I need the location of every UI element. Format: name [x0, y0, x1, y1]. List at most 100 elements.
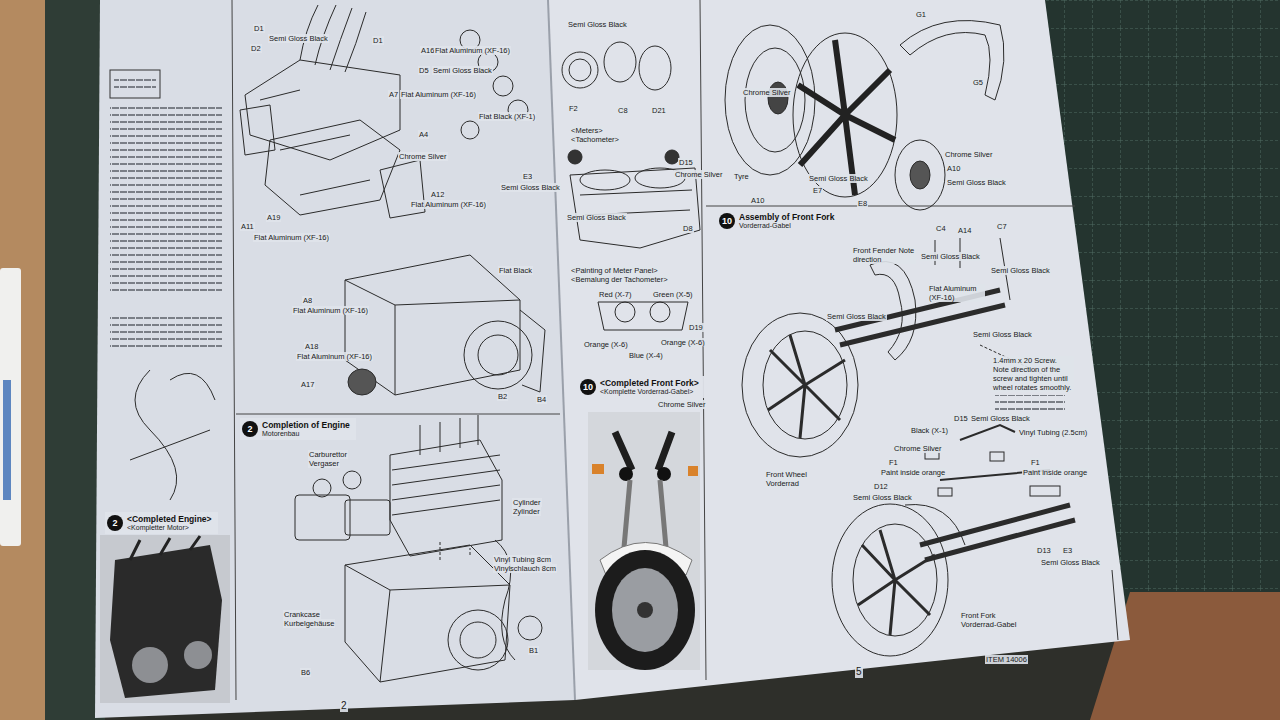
engine-parts-illustration-part: [265, 120, 400, 215]
completed-engine-photo-part: [110, 545, 222, 698]
desk-part: [3, 380, 11, 500]
step-number: 10: [580, 379, 596, 395]
part-label: Semi Gloss Black: [920, 252, 981, 261]
part-label: Front Fender Note direction: [852, 246, 916, 264]
engine-parts-illustration-part: [295, 495, 350, 540]
part-label: Orange (X-6): [660, 338, 706, 347]
engine-parts-illustration-part: [345, 280, 520, 395]
part-label: 2: [340, 700, 348, 712]
part-label: Flat Aluminum (XF-16): [400, 90, 477, 99]
part-label: Semi Gloss Black: [500, 183, 561, 192]
completed-fork-photo-part: [657, 467, 671, 481]
part-label: D5: [418, 66, 430, 75]
step-number: 2: [107, 515, 123, 531]
completed-fork-photo-part: [612, 568, 678, 652]
part-label: Front Fork: [960, 611, 997, 620]
front-fork-illustration-part: [832, 504, 948, 656]
text-blocks-part: [110, 315, 222, 350]
part-label: D15: [678, 158, 694, 167]
meter-illustration-part: [598, 302, 688, 330]
part-label: Red (X-7): [598, 290, 633, 299]
part-label: 1.4mm x 20 Screw. Note direction of the …: [992, 356, 1074, 392]
part-label: B2: [497, 392, 508, 401]
part-label: F1: [1030, 458, 1041, 467]
engine-parts-illustration-part: [313, 479, 331, 497]
part-label: A8: [302, 296, 313, 305]
engine-parts-illustration-part: [392, 455, 500, 515]
engine-parts-illustration-part: [345, 500, 390, 535]
step-title: <Completed Front Fork>: [600, 378, 699, 388]
part-label: ITEM 14006: [985, 655, 1028, 664]
front-fork-illustration-part: [742, 313, 858, 457]
part-label: Semi Gloss Black: [852, 493, 913, 502]
part-label: A7: [388, 90, 399, 99]
part-label: E3: [522, 172, 533, 181]
completed-fork-photo-part: [615, 432, 672, 470]
part-label: Semi Gloss Black: [432, 66, 493, 75]
part-label: C8: [617, 106, 629, 115]
wheel-illustration-part: [900, 21, 1004, 101]
part-label: A19: [266, 213, 281, 222]
part-label: A18: [304, 342, 319, 351]
part-label: Flat Black: [498, 266, 533, 275]
part-label: Vinyl Tubing 8cm: [493, 555, 552, 564]
meter-illustration-part: [604, 42, 636, 82]
step-title-group: <Completed Engine><Kompletter Motor>: [127, 514, 212, 532]
engine-parts-illustration-part: [345, 255, 520, 395]
part-label: Zylinder: [512, 507, 541, 516]
part-label: D1: [372, 36, 384, 45]
step-title-group: Assembly of Front ForkVorderrad-Gabel: [739, 212, 834, 230]
step-heading: 10<Completed Front Fork><Komplette Vorde…: [578, 376, 705, 398]
part-label: Vinyl Tubing (2.5cm): [1018, 428, 1088, 437]
front-fork-illustration: [742, 238, 1075, 656]
part-label: Vorderrad: [765, 479, 800, 488]
part-label: Crankcase: [283, 610, 321, 619]
part-label: F2: [568, 104, 579, 113]
part-label: Orange (X-6): [583, 340, 629, 349]
completed-engine-photo-part: [100, 535, 230, 703]
completed-engine-photo: [100, 535, 230, 703]
part-label: D12: [873, 482, 889, 491]
engine-parts-illustration-part: [478, 335, 518, 375]
part-label: F1: [888, 458, 899, 467]
engine-parts-illustration-part: [345, 565, 510, 682]
engine-parts-illustration-part: [260, 90, 370, 195]
front-fork-illustration-part: [1030, 486, 1060, 496]
meter-illustration-part: [568, 150, 582, 164]
part-label: D1: [253, 24, 265, 33]
wheel-illustration-part: [798, 40, 895, 195]
part-label: Semi Gloss Black: [970, 414, 1031, 423]
part-label: Semi Gloss Black: [946, 178, 1007, 187]
part-label: Vinylschlauch 8cm: [493, 564, 557, 573]
text-blocks-part: [110, 105, 222, 295]
completed-fork-photo-part: [595, 550, 695, 670]
part-label: B4: [536, 395, 547, 404]
step-number: 10: [719, 213, 735, 229]
front-fork-illustration-part: [990, 452, 1004, 461]
meter-illustration-part: [665, 150, 679, 164]
completed-fork-photo-part: [592, 464, 604, 474]
part-label: <Bemalung der Tachometer>: [570, 275, 669, 284]
step-heading: 2<Completed Engine><Kompletter Motor>: [105, 512, 218, 534]
step-subtitle: <Kompletter Motor>: [127, 524, 212, 532]
part-label: Semi Gloss Black: [268, 34, 329, 43]
engine-parts-illustration-part: [448, 610, 508, 670]
part-label: Flat Aluminum (XF-16): [410, 200, 487, 209]
step-title: Assembly of Front Fork: [739, 212, 834, 222]
part-label: Flat Aluminum (XF-16): [292, 306, 369, 315]
engine-parts-illustration-part: [461, 121, 479, 139]
part-label: A14: [957, 226, 972, 235]
part-label: Cylinder: [512, 498, 542, 507]
step-subtitle: Vorderrad-Gabel: [739, 222, 834, 230]
part-label: C4: [935, 224, 947, 233]
part-label: <Tachometer>: [570, 135, 620, 144]
part-label: Semi Gloss Black: [1040, 558, 1101, 567]
part-label: Vorderrad-Gabel: [960, 620, 1017, 629]
step-number: 2: [242, 421, 258, 437]
part-label: Carburettor: [308, 450, 348, 459]
step-heading: 10Assembly of Front ForkVorderrad-Gabel: [717, 210, 841, 232]
part-label: D19: [688, 323, 704, 332]
engine-parts-illustration-part: [440, 540, 470, 560]
